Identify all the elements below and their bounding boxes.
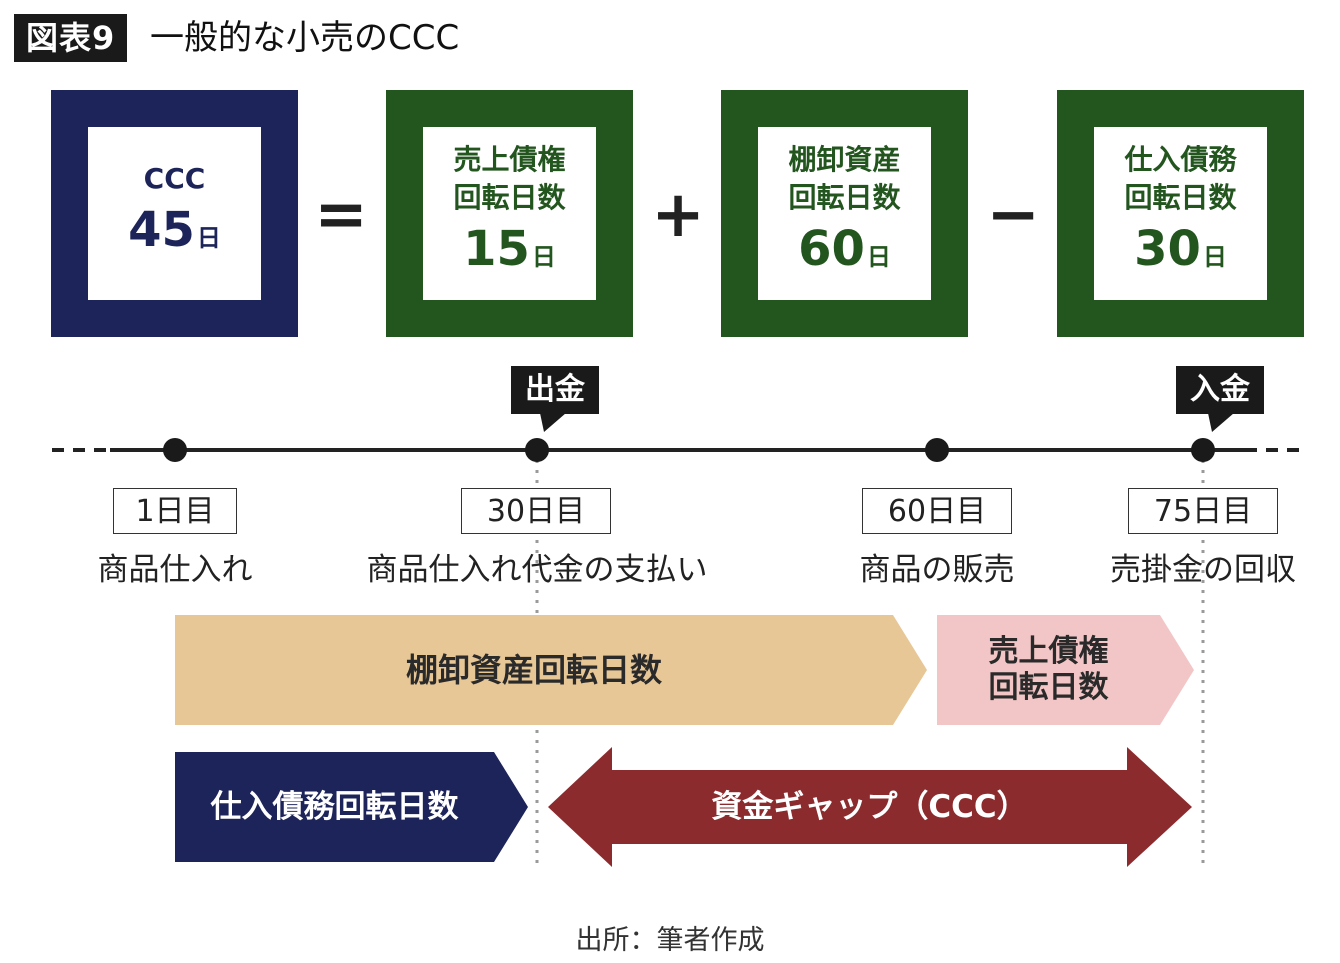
event-label-30: 商品仕入れ代金の支払い xyxy=(366,552,708,588)
inventory-label-1: 棚卸資産 xyxy=(788,142,901,176)
inventory-days-bar xyxy=(175,615,927,725)
ccc-box: CCC 45日 xyxy=(51,90,298,337)
timeline-dot-day30 xyxy=(525,438,549,462)
receivables-days-line2: 回転日数 xyxy=(988,670,1109,705)
cash-gap-label: 資金ギャップ（CCC） xyxy=(711,789,1028,825)
payables-days-bar xyxy=(175,752,528,862)
payables-value: 30日 xyxy=(1134,219,1227,287)
inventory-days-label: 棚卸資産回転日数 xyxy=(405,651,662,689)
event-label-1: 商品仕入れ xyxy=(97,552,253,588)
payables-unit: 日 xyxy=(1202,242,1227,271)
timeline-dot-day60 xyxy=(925,438,949,462)
event-label-60: 商品の販売 xyxy=(859,552,1015,588)
payables-days-label: 仕入債務回転日数 xyxy=(210,789,459,825)
ccc-value: 45日 xyxy=(128,200,221,268)
ccc-number: 45 xyxy=(128,201,195,258)
receivables-days-bar xyxy=(937,615,1194,725)
callout-in-pointer xyxy=(1208,413,1234,432)
callout-payment-in: 入金 xyxy=(1176,366,1264,414)
inventory-unit: 日 xyxy=(866,242,891,271)
timeline-dot-day75 xyxy=(1191,438,1215,462)
receivables-days-label: 売上債権 回転日数 xyxy=(937,615,1160,725)
callout-payment-out: 出金 xyxy=(511,366,599,414)
inventory-value: 60日 xyxy=(798,219,891,287)
receivables-label-1: 売上債権 xyxy=(453,142,566,176)
figure-label: 図表9 xyxy=(14,14,128,62)
receivables-box: 売上債権 回転日数 15日 xyxy=(386,90,633,337)
receivables-label-2: 回転日数 xyxy=(453,180,566,214)
day-label-1: 1日目 xyxy=(113,488,237,534)
day-label-30: 30日目 xyxy=(461,488,611,534)
payables-label-2: 回転日数 xyxy=(1124,180,1237,214)
receivables-unit: 日 xyxy=(531,242,556,271)
ccc-unit: 日 xyxy=(196,223,221,252)
receivables-number: 15 xyxy=(463,220,530,277)
minus-operator: − xyxy=(986,178,1040,252)
timeline-dot-day1 xyxy=(163,438,187,462)
payables-label-1: 仕入債務 xyxy=(1124,142,1237,176)
inventory-label-2: 回転日数 xyxy=(788,180,901,214)
figure-title: 一般的な小売のCCC xyxy=(150,18,460,58)
ccc-label: CCC xyxy=(143,161,206,195)
receivables-days-line1: 売上債権 xyxy=(988,634,1109,669)
plus-operator: + xyxy=(651,178,705,252)
callout-out-pointer xyxy=(540,413,566,432)
equals-operator: = xyxy=(314,178,368,252)
payables-number: 30 xyxy=(1134,220,1201,277)
event-label-75: 売掛金の回収 xyxy=(1110,552,1296,588)
cash-gap-arrow xyxy=(548,747,1192,867)
receivables-value: 15日 xyxy=(463,219,556,287)
inventory-box: 棚卸資産 回転日数 60日 xyxy=(721,90,968,337)
inventory-number: 60 xyxy=(798,220,865,277)
source-note: 出所：筆者作成 xyxy=(575,925,765,956)
day-label-60: 60日目 xyxy=(862,488,1012,534)
payables-box: 仕入債務 回転日数 30日 xyxy=(1057,90,1304,337)
day-label-75: 75日目 xyxy=(1128,488,1278,534)
